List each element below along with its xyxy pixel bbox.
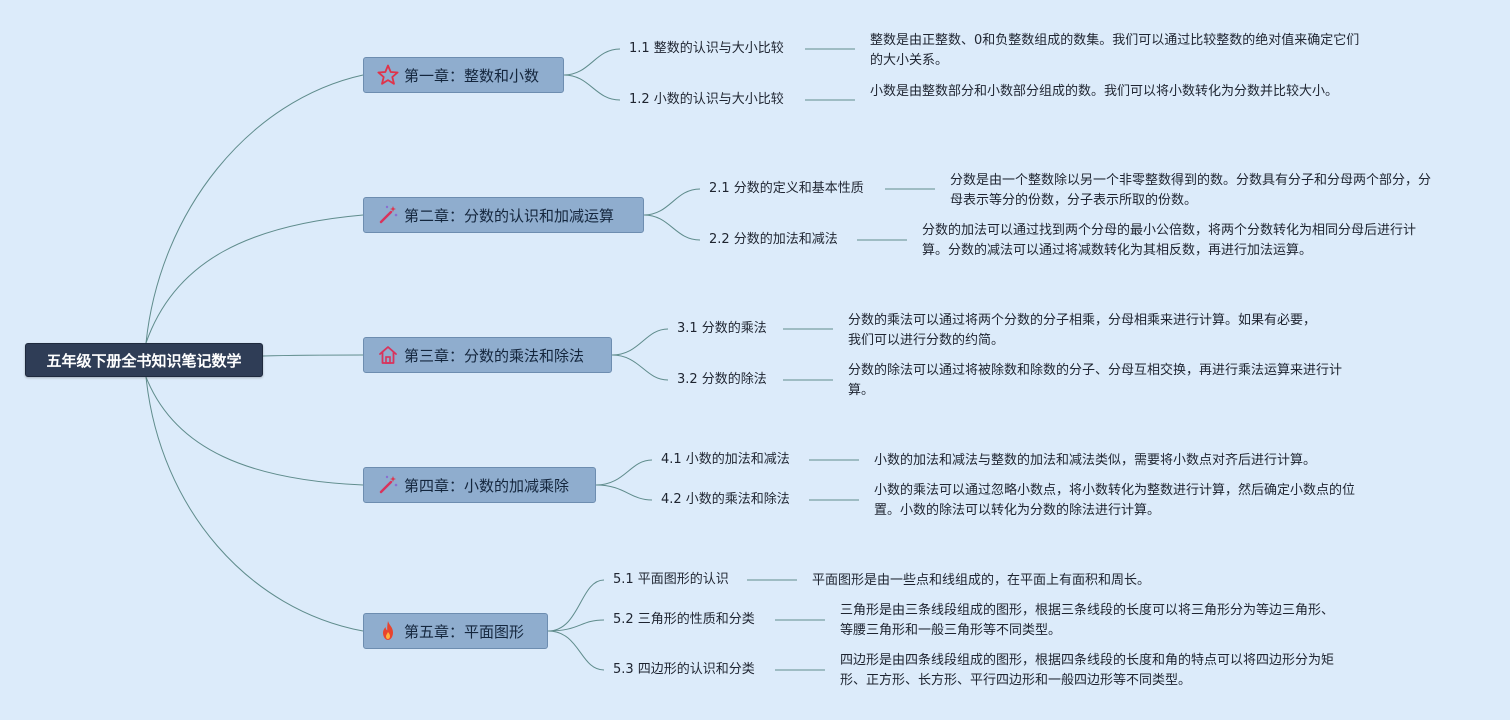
topic-1-1[interactable]: 1.1 整数的认识与大小比较 (629, 41, 784, 56)
topic-5-3[interactable]: 5.3 四边形的认识和分类 (613, 662, 755, 677)
chapter-4-connector-1 (595, 459, 653, 486)
chapter-1-node[interactable]: 第一章：整数和小数 (363, 57, 564, 93)
chapter-5-connector-2 (547, 619, 605, 632)
topic-1-2[interactable]: 1.2 小数的认识与大小比较 (629, 92, 784, 107)
topic-3-1-desc: 分数的乘法可以通过将两个分数的分子相乘，分母相乘来进行计算。如果有必要，我们可以… (848, 313, 1317, 348)
root-connector-4 (145, 376, 364, 486)
chapter-2-connector-1 (643, 188, 701, 216)
chapter-1-connector-2 (563, 74, 621, 101)
magic-wand-icon (376, 203, 400, 227)
chapter-5-connector-3 (547, 630, 605, 671)
root-connector-5 (145, 376, 364, 632)
chapter-5-connector-1 (547, 579, 605, 632)
chapter-4-connector-2 (595, 484, 653, 501)
topic-5-2[interactable]: 5.2 三角形的性质和分类 (613, 612, 755, 627)
topic-2-2[interactable]: 2.2 分数的加法和减法 (709, 232, 838, 247)
root-connector-1 (145, 74, 364, 344)
topic-2-2-desc: 分数的加法可以通过找到两个分母的最小公倍数，将两个分数转化为相同分母后进行计算。… (922, 223, 1417, 258)
chapter-1-title: 第一章：整数和小数 (404, 66, 540, 85)
topic-5-1[interactable]: 5.1 平面图形的认识 (613, 572, 729, 587)
chapter-2-node[interactable]: 第二章：分数的认识和加减运算 (363, 197, 644, 233)
topic-3-2[interactable]: 3.2 分数的除法 (677, 372, 767, 387)
chapter-2-connector-2 (643, 214, 701, 241)
topic-4-2[interactable]: 4.2 小数的乘法和除法 (661, 492, 790, 507)
topic-3-1[interactable]: 3.1 分数的乘法 (677, 321, 767, 336)
topic-5-1-desc: 平面图形是由一些点和线组成的，在平面上有面积和周长。 (812, 573, 1151, 588)
root-connector-3 (262, 354, 364, 357)
topic-4-1-desc: 小数的加法和减法与整数的加法和减法类似，需要将小数点对齐后进行计算。 (874, 453, 1317, 468)
chapter-5-title: 第五章：平面图形 (404, 622, 525, 641)
topic-5-3-desc: 四边形是由四条线段组成的图形，根据四条线段的长度和角的特点可以将四边形分为矩形、… (840, 653, 1335, 688)
root-connector-2 (145, 214, 364, 344)
fire-icon (376, 619, 400, 643)
topic-1-2-desc: 小数是由整数部分和小数部分组成的数。我们可以将小数转化为分数并比较大小。 (870, 84, 1339, 99)
topic-2-1-desc: 分数是由一个整数除以另一个非零整数得到的数。分数具有分子和分母两个部分，分母表示… (950, 173, 1432, 208)
chapter-3-connector-1 (611, 328, 669, 356)
topic-4-1[interactable]: 4.1 小数的加法和减法 (661, 452, 790, 467)
home-icon (376, 343, 400, 367)
chapter-3-title: 第三章：分数的乘法和除法 (404, 346, 585, 365)
root-topic[interactable]: 五年级下册全书知识笔记数学 (25, 343, 263, 377)
topic-4-2-desc: 小数的乘法可以通过忽略小数点，将小数转化为整数进行计算，然后确定小数点的位置。小… (874, 483, 1356, 518)
topic-3-2-desc: 分数的除法可以通过将被除数和除数的分子、分母互相交换，再进行乘法运算来进行计算。 (848, 363, 1343, 398)
chapter-3-node[interactable]: 第三章：分数的乘法和除法 (363, 337, 612, 373)
star-icon (376, 63, 400, 87)
topic-1-1-desc: 整数是由正整数、0和负整数组成的数集。我们可以通过比较整数的绝对值来确定它们的大… (870, 33, 1360, 68)
chapter-3-connector-2 (611, 354, 669, 381)
chapter-1-connector-1 (563, 48, 621, 76)
chapter-4-node[interactable]: 第四章：小数的加减乘除 (363, 467, 596, 503)
chapter-5-node[interactable]: 第五章：平面图形 (363, 613, 548, 649)
magic-wand-icon (376, 473, 400, 497)
chapter-4-title: 第四章：小数的加减乘除 (404, 476, 570, 495)
chapter-2-title: 第二章：分数的认识和加减运算 (404, 206, 615, 225)
topic-5-2-desc: 三角形是由三条线段组成的图形，根据三条线段的长度可以将三角形分为等边三角形、等腰… (840, 603, 1335, 638)
root-title: 五年级下册全书知识笔记数学 (46, 351, 242, 370)
topic-2-1[interactable]: 2.1 分数的定义和基本性质 (709, 181, 864, 196)
